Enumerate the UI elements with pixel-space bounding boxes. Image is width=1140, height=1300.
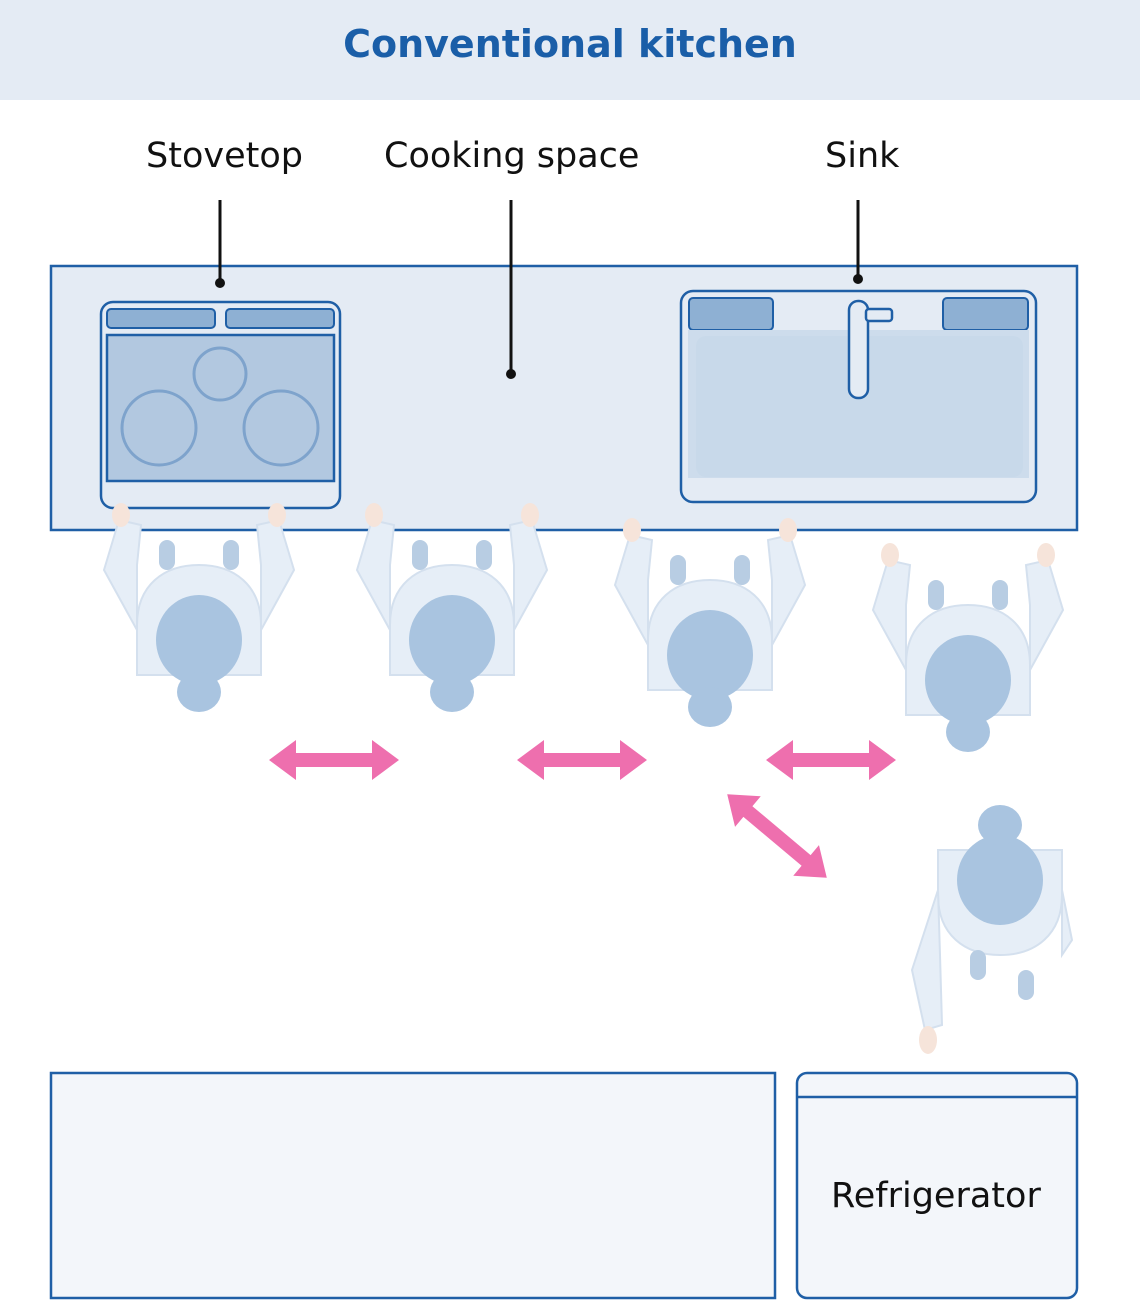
sink-appliance bbox=[679, 289, 1038, 504]
burner-icon bbox=[192, 346, 248, 402]
burner-icon bbox=[120, 389, 198, 467]
lower-counter bbox=[49, 1071, 777, 1300]
double-arrow-icon bbox=[269, 740, 399, 780]
sink-label: Sink bbox=[825, 136, 900, 176]
stovetop-appliance bbox=[99, 300, 342, 510]
person-icon bbox=[103, 502, 295, 713]
person-icon bbox=[911, 804, 1073, 1055]
refrigerator-label: Refrigerator bbox=[831, 1176, 1041, 1216]
refrigerator-appliance bbox=[795, 1071, 1079, 1300]
stovetop-label: Stovetop bbox=[146, 136, 303, 176]
person-icon bbox=[872, 542, 1064, 753]
burner-icon bbox=[242, 389, 320, 467]
person-icon bbox=[356, 502, 548, 713]
double-arrow-icon bbox=[766, 740, 896, 780]
header-bar bbox=[0, 0, 1140, 100]
faucet-icon bbox=[847, 299, 894, 400]
cooking-space-label: Cooking space bbox=[384, 136, 640, 176]
leader-lines bbox=[218, 200, 860, 372]
person-icon bbox=[614, 517, 806, 728]
page-title: Conventional kitchen bbox=[343, 22, 797, 66]
double-arrow-icon bbox=[517, 740, 647, 780]
double-arrow-icon bbox=[714, 778, 840, 894]
